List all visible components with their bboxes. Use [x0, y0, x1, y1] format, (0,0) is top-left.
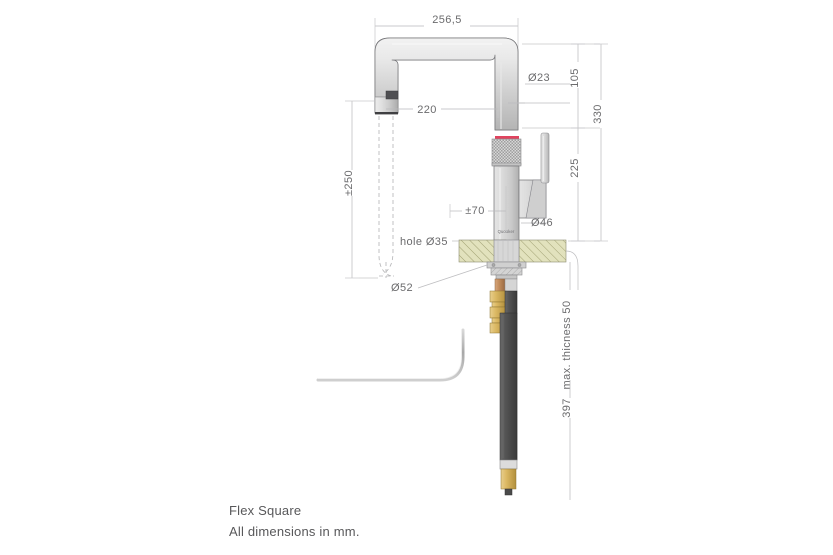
dimension-label-225: 225 [569, 158, 581, 178]
square-spout-arm [374, 37, 519, 131]
dimension-spout-height: 220 [386, 103, 499, 118]
supply-line [316, 328, 465, 382]
dimension-label-hole-d35: hole Ø35 [400, 236, 448, 248]
leader-outlet-diameter: Ø23 [508, 72, 570, 104]
dimension-total-height: 330 [592, 43, 608, 242]
dimension-stream-drop: ±250 [343, 100, 378, 279]
leader-base-diameter: Ø52 [391, 264, 488, 294]
drawing-subtitle: All dimensions in mm. [229, 524, 360, 539]
lever-handle [540, 132, 550, 184]
dimension-hose-length: 397 [561, 262, 573, 500]
knurled-collar [491, 136, 522, 167]
dimension-label-d23: Ø23 [528, 72, 550, 84]
dimension-label-d46: Ø46 [531, 217, 553, 229]
flexible-hose [499, 290, 518, 461]
dimension-label-330: 330 [592, 104, 604, 124]
leader-body-diameter: Ø46 [521, 217, 553, 229]
dimension-label-397: 397 [561, 398, 573, 418]
dimension-extension-lines-right [522, 43, 600, 242]
dimension-worktop-thickness: max. thicness 50 [561, 250, 579, 390]
leader-mounting-hole: hole Ø35 [400, 236, 459, 248]
dimension-label-250: ±250 [343, 170, 355, 196]
dimension-label-70: ±70 [465, 205, 484, 217]
dimension-label-d52: Ø52 [391, 282, 413, 294]
hose-end-fitting [499, 459, 518, 496]
dimension-lower-segment: 225 [569, 128, 585, 242]
dimension-label-256-5: 256,5 [432, 14, 462, 26]
dimension-handle-clearance: ±70 [449, 186, 507, 232]
dimension-upper-segment: 105 [569, 43, 585, 129]
mixer-body: Quooker [493, 165, 547, 244]
dimension-label-105: 105 [569, 68, 581, 88]
worktop-section [458, 239, 567, 263]
dimension-label-220: 220 [417, 104, 437, 116]
drawing-title: Flex Square [229, 503, 301, 518]
water-stream-indication [378, 116, 394, 278]
mounting-hardware [486, 261, 527, 280]
dimension-label-max-thickness: max. thicness 50 [561, 301, 573, 390]
